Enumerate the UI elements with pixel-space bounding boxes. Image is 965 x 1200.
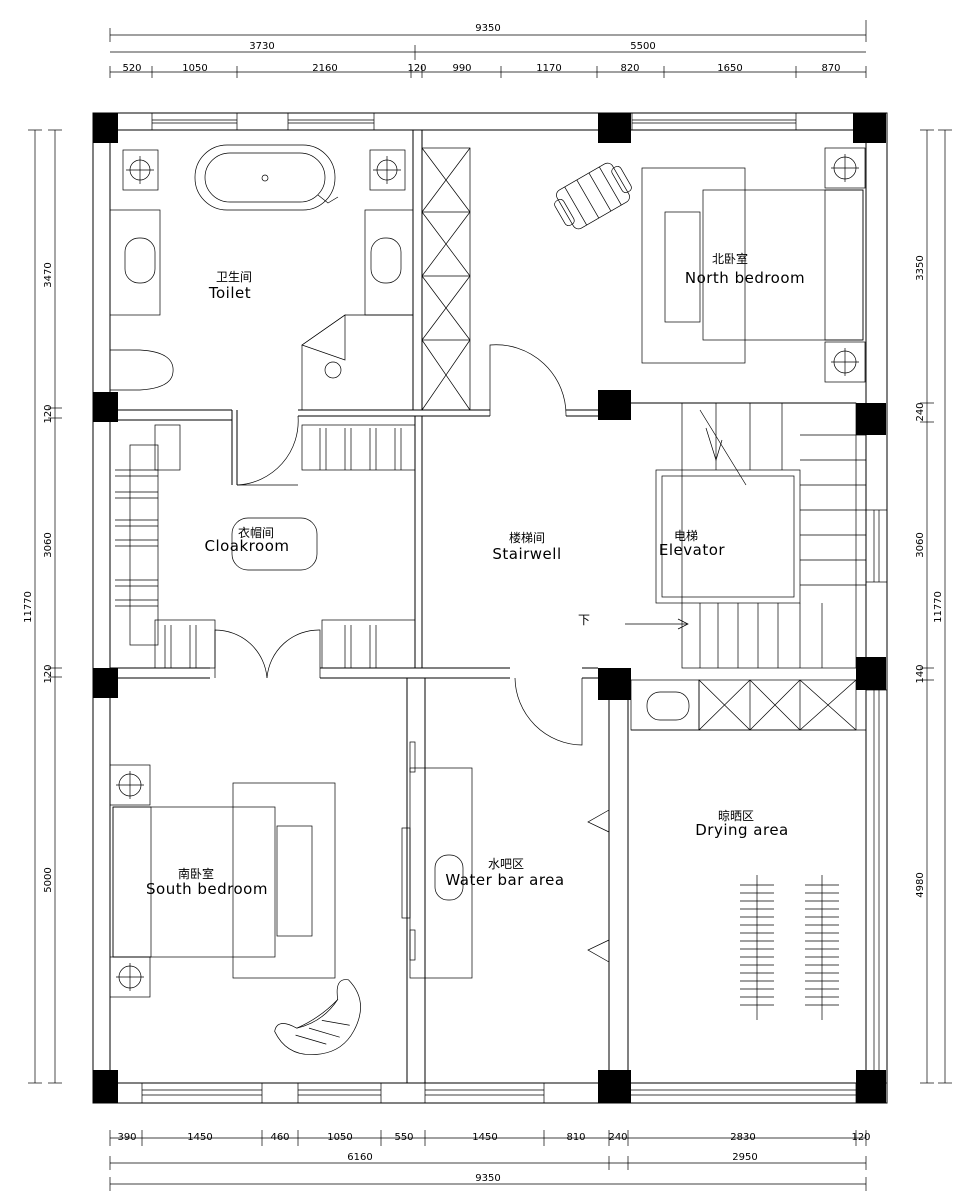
dim-top-seg-2: 1050 [182,63,207,74]
dim-left-seg-1: 3470 [43,262,54,287]
dim-top-seg-8: 1650 [717,63,742,74]
sink-icon [434,854,464,901]
outer-walls [92,112,888,1104]
dim-right-seg-5: 4980 [915,872,926,897]
dim-top-left-group: 3730 [249,41,274,52]
ottoman-icon [231,517,318,571]
dim-bottom-seg-5: 550 [394,1132,413,1143]
label-elevator-en: Elevator [659,541,726,559]
dim-left-seg-2: 120 [43,404,54,423]
dim-left-seg-5: 5000 [43,867,54,892]
doors [214,344,610,963]
dim-right-total: 11770 [933,591,944,623]
label-south-bedroom-cn: 南卧室 [178,866,214,881]
armchair-icon [274,979,361,1056]
dim-top-seg-7: 820 [620,63,639,74]
label-cloakroom-cn: 衣帽间 [238,525,274,540]
structural-columns [93,113,886,1103]
label-elevator-cn: 电梯 [674,529,698,543]
dim-bottom-right-group: 2950 [732,1152,757,1163]
dim-bottom-seg-8: 240 [608,1132,627,1143]
dim-right-seg-1: 3350 [915,255,926,280]
dim-bottom-seg-9: 2830 [730,1132,755,1143]
dim-bottom-seg-3: 460 [270,1132,289,1143]
label-cloakroom-en: Cloakroom [204,537,289,555]
rug-icon [232,782,336,979]
dim-right-seg-4: 140 [915,664,926,683]
label-south-bedroom-en: South bedroom [146,880,268,898]
right-dimensions: 3350 240 3060 140 4980 11770 [915,129,952,1084]
dim-top-seg-6: 1170 [536,63,561,74]
dim-top-seg-3: 2160 [312,63,337,74]
dim-bottom-seg-10: 120 [851,1132,870,1143]
label-water-bar-cn: 水吧区 [488,857,524,871]
chair-set-icon [554,162,632,230]
dim-left-seg-3: 3060 [43,532,54,557]
label-drying-area-cn: 晾晒区 [718,808,754,823]
dim-bottom-total: 9350 [475,1173,500,1184]
dim-bottom-seg-1: 390 [117,1132,136,1143]
stairs [625,402,866,669]
bottom-dimensions: 390 1450 460 1050 550 1450 810 240 2830 … [109,1130,871,1191]
bathtub-icon [194,144,336,211]
sink-icon [646,691,690,721]
floor-drain-icon [122,149,159,191]
label-stairwell-en: Stairwell [492,545,561,563]
clothes-rack-icon [740,875,839,1020]
dim-right-seg-2: 240 [915,402,926,421]
toilet-fixtures [109,144,414,411]
label-toilet-cn: 卫生间 [216,270,252,284]
left-dimensions: 11770 3470 120 3060 120 5000 [23,129,62,1084]
shower-icon [301,314,414,411]
sink-icon [124,237,156,284]
label-north-bedroom-cn: 北卧室 [712,251,748,266]
dim-bottom-left-group: 6160 [347,1152,372,1163]
dim-top-seg-5: 990 [452,63,471,74]
dim-bottom-seg-6: 1450 [472,1132,497,1143]
dim-top-total: 9350 [475,23,500,34]
elevator-shaft [655,469,801,604]
dim-bottom-seg-7: 810 [566,1132,585,1143]
dim-top-seg-9: 870 [821,63,840,74]
dim-bottom-seg-4: 1050 [327,1132,352,1143]
room-labels: 卫生间 Toilet 北卧室 North bedroom 衣帽间 Cloakro… [146,251,805,898]
drying-area-furniture [630,679,866,1020]
top-dimensions: 9350 3730 5500 520 1050 2160 120 990 117… [109,20,867,78]
wardrobe-north [421,147,471,411]
sink-icon [370,237,402,284]
label-water-bar-en: Water bar area [445,871,564,889]
label-north-bedroom-en: North bedroom [685,269,805,287]
north-bedroom-furniture [554,147,866,383]
toilet-bowl-icon [109,349,174,391]
label-drying-area-en: Drying area [695,821,789,839]
label-stairwell-cn: 楼梯间 [509,530,545,545]
dim-top-seg-1: 520 [122,63,141,74]
dim-left-seg-4: 120 [43,664,54,683]
dim-top-seg-4: 120 [407,63,426,74]
dim-bottom-seg-2: 1450 [187,1132,212,1143]
water-bar-furniture [401,741,473,979]
rug-icon [641,167,746,364]
dim-left-total: 11770 [23,591,34,623]
dim-right-seg-3: 3060 [915,532,926,557]
south-bedroom-furniture [109,764,361,1056]
cloakroom-furniture [115,424,416,669]
label-toilet-en: Toilet [208,284,251,302]
dim-top-right-group: 5500 [630,41,655,52]
label-stair-down: 下 [578,613,590,627]
